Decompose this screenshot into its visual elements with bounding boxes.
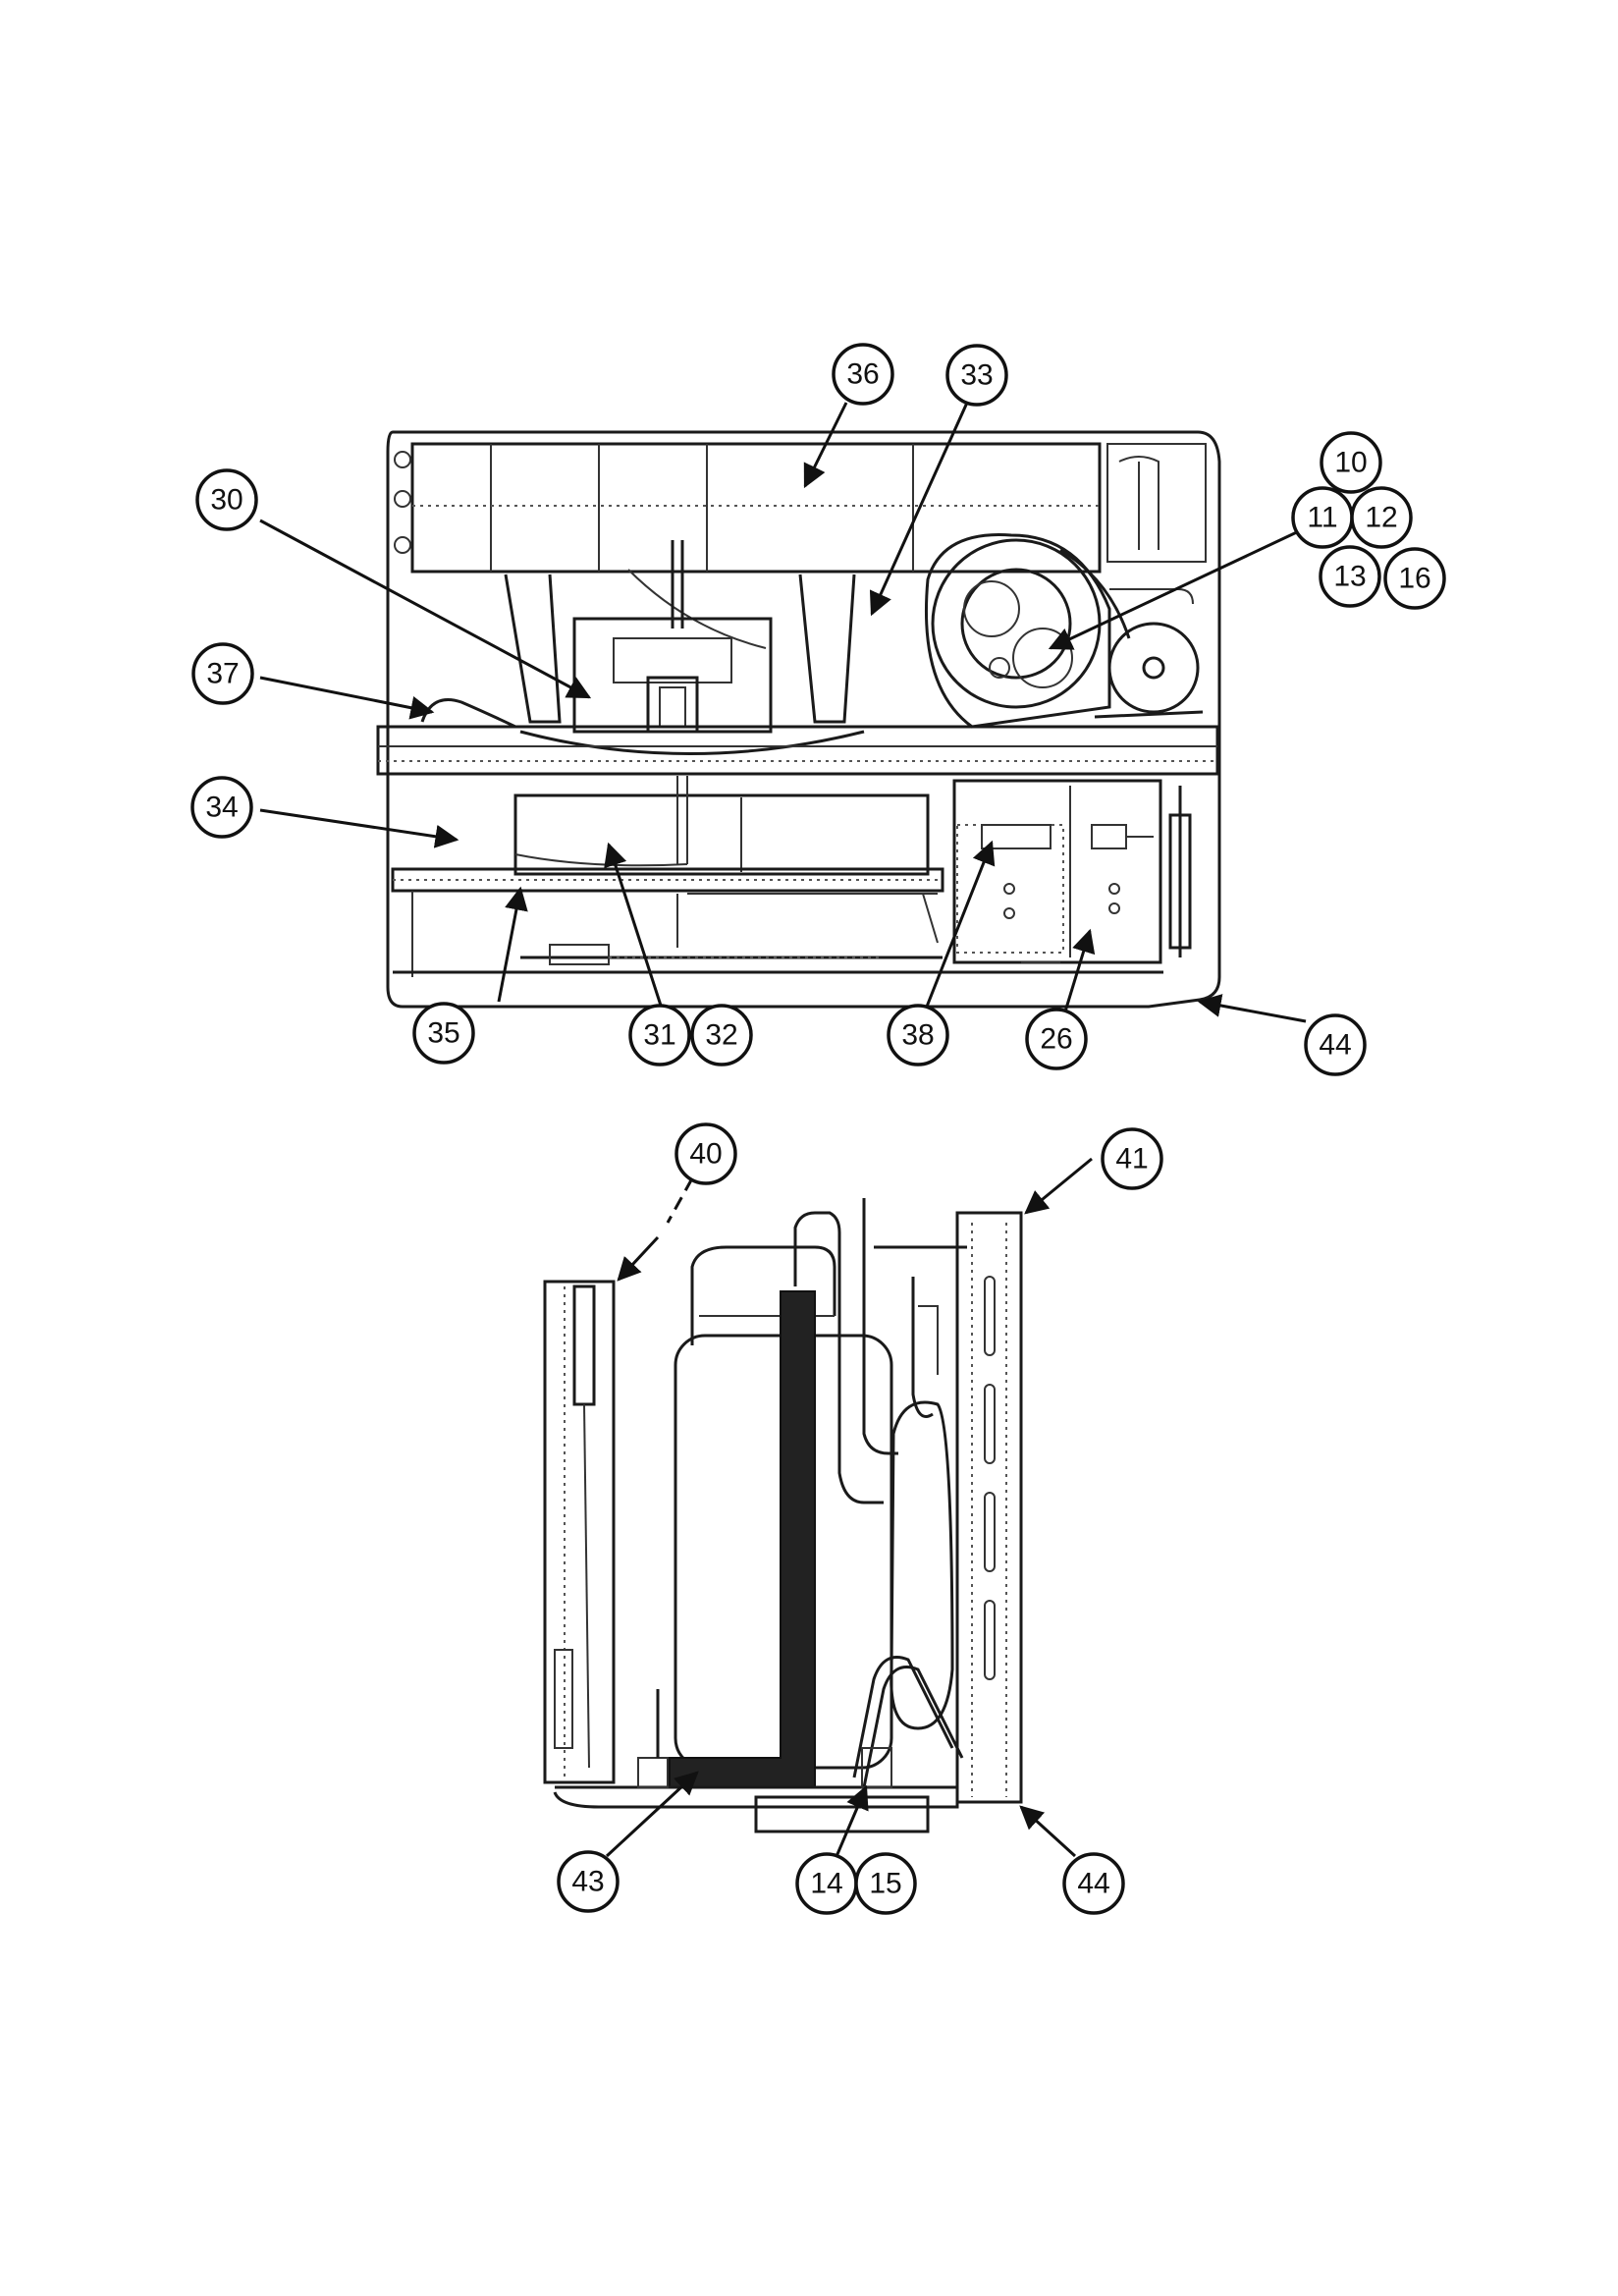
- callout-32: 32: [690, 1004, 753, 1066]
- callout-33: 33: [945, 344, 1008, 407]
- left-coil-panel: [543, 1280, 616, 1784]
- side-view-unit: [543, 1198, 1023, 1833]
- callout-13-label: 13: [1333, 561, 1366, 593]
- heater-pipe: [669, 1290, 816, 1788]
- leader-lines: [259, 402, 1307, 1862]
- callout-31-label: 31: [643, 1019, 675, 1052]
- divider-rail: [376, 725, 1219, 776]
- callout-43: 43: [557, 1850, 620, 1913]
- power-cord-hook: [420, 698, 516, 729]
- callout-44-side: 44: [1062, 1852, 1125, 1915]
- callout-35: 35: [412, 1002, 475, 1065]
- callout-13: 13: [1319, 545, 1381, 608]
- callout-41-label: 41: [1115, 1143, 1148, 1175]
- callout-16-label: 16: [1398, 563, 1430, 595]
- callout-15-label: 15: [869, 1868, 901, 1900]
- callout-30: 30: [195, 468, 258, 531]
- callout-34: 34: [190, 776, 253, 839]
- callout-38: 38: [887, 1004, 949, 1066]
- callout-26-label: 26: [1040, 1023, 1072, 1056]
- callout-44-side-label: 44: [1077, 1868, 1109, 1900]
- top-view-unit: [376, 430, 1221, 1009]
- callout-43-label: 43: [571, 1866, 604, 1898]
- callout-37: 37: [191, 642, 254, 705]
- control-box: [952, 779, 1162, 964]
- callout-30-label: 30: [210, 484, 243, 517]
- callout-16: 16: [1383, 547, 1446, 610]
- upper-panel: [410, 442, 1102, 574]
- callout-35-label: 35: [427, 1017, 459, 1050]
- callout-44-top-label: 44: [1319, 1029, 1351, 1062]
- callout-36: 36: [832, 343, 894, 406]
- lower-fan-housing: [513, 793, 930, 876]
- callout-10-label: 10: [1334, 447, 1367, 479]
- callout-37-label: 37: [206, 658, 239, 690]
- callout-31: 31: [628, 1004, 691, 1066]
- blower-motor: [1107, 622, 1200, 714]
- blower-wheel: [931, 538, 1102, 709]
- callout-44-top: 44: [1304, 1013, 1367, 1076]
- callout-11: 11: [1291, 486, 1354, 549]
- callout-15: 15: [854, 1852, 917, 1915]
- callout-14-label: 14: [810, 1868, 842, 1900]
- fan-support-right: [798, 574, 856, 724]
- callout-26: 26: [1025, 1008, 1088, 1070]
- callout-12: 12: [1350, 486, 1413, 549]
- callout-33-label: 33: [960, 359, 993, 392]
- callout-38-label: 38: [901, 1019, 934, 1052]
- callout-12-label: 12: [1365, 502, 1397, 534]
- callout-41: 41: [1101, 1127, 1163, 1190]
- unit-housing: [386, 430, 1221, 1009]
- callout-14: 14: [795, 1852, 858, 1915]
- fan-shroud: [519, 730, 865, 755]
- callout-32-label: 32: [705, 1019, 737, 1052]
- right-side-plate: [955, 1211, 1023, 1804]
- callout-34-label: 34: [205, 792, 238, 824]
- fan-motor: [572, 617, 773, 734]
- callout-11-label: 11: [1307, 502, 1337, 534]
- callout-40-label: 40: [689, 1138, 722, 1171]
- blower-scroll: [924, 533, 1111, 729]
- callout-36-label: 36: [846, 358, 879, 391]
- side-base: [553, 1785, 959, 1809]
- accumulator: [890, 1400, 954, 1730]
- fan-support-left: [504, 574, 562, 724]
- callout-10: 10: [1320, 431, 1382, 494]
- callout-40: 40: [674, 1122, 737, 1185]
